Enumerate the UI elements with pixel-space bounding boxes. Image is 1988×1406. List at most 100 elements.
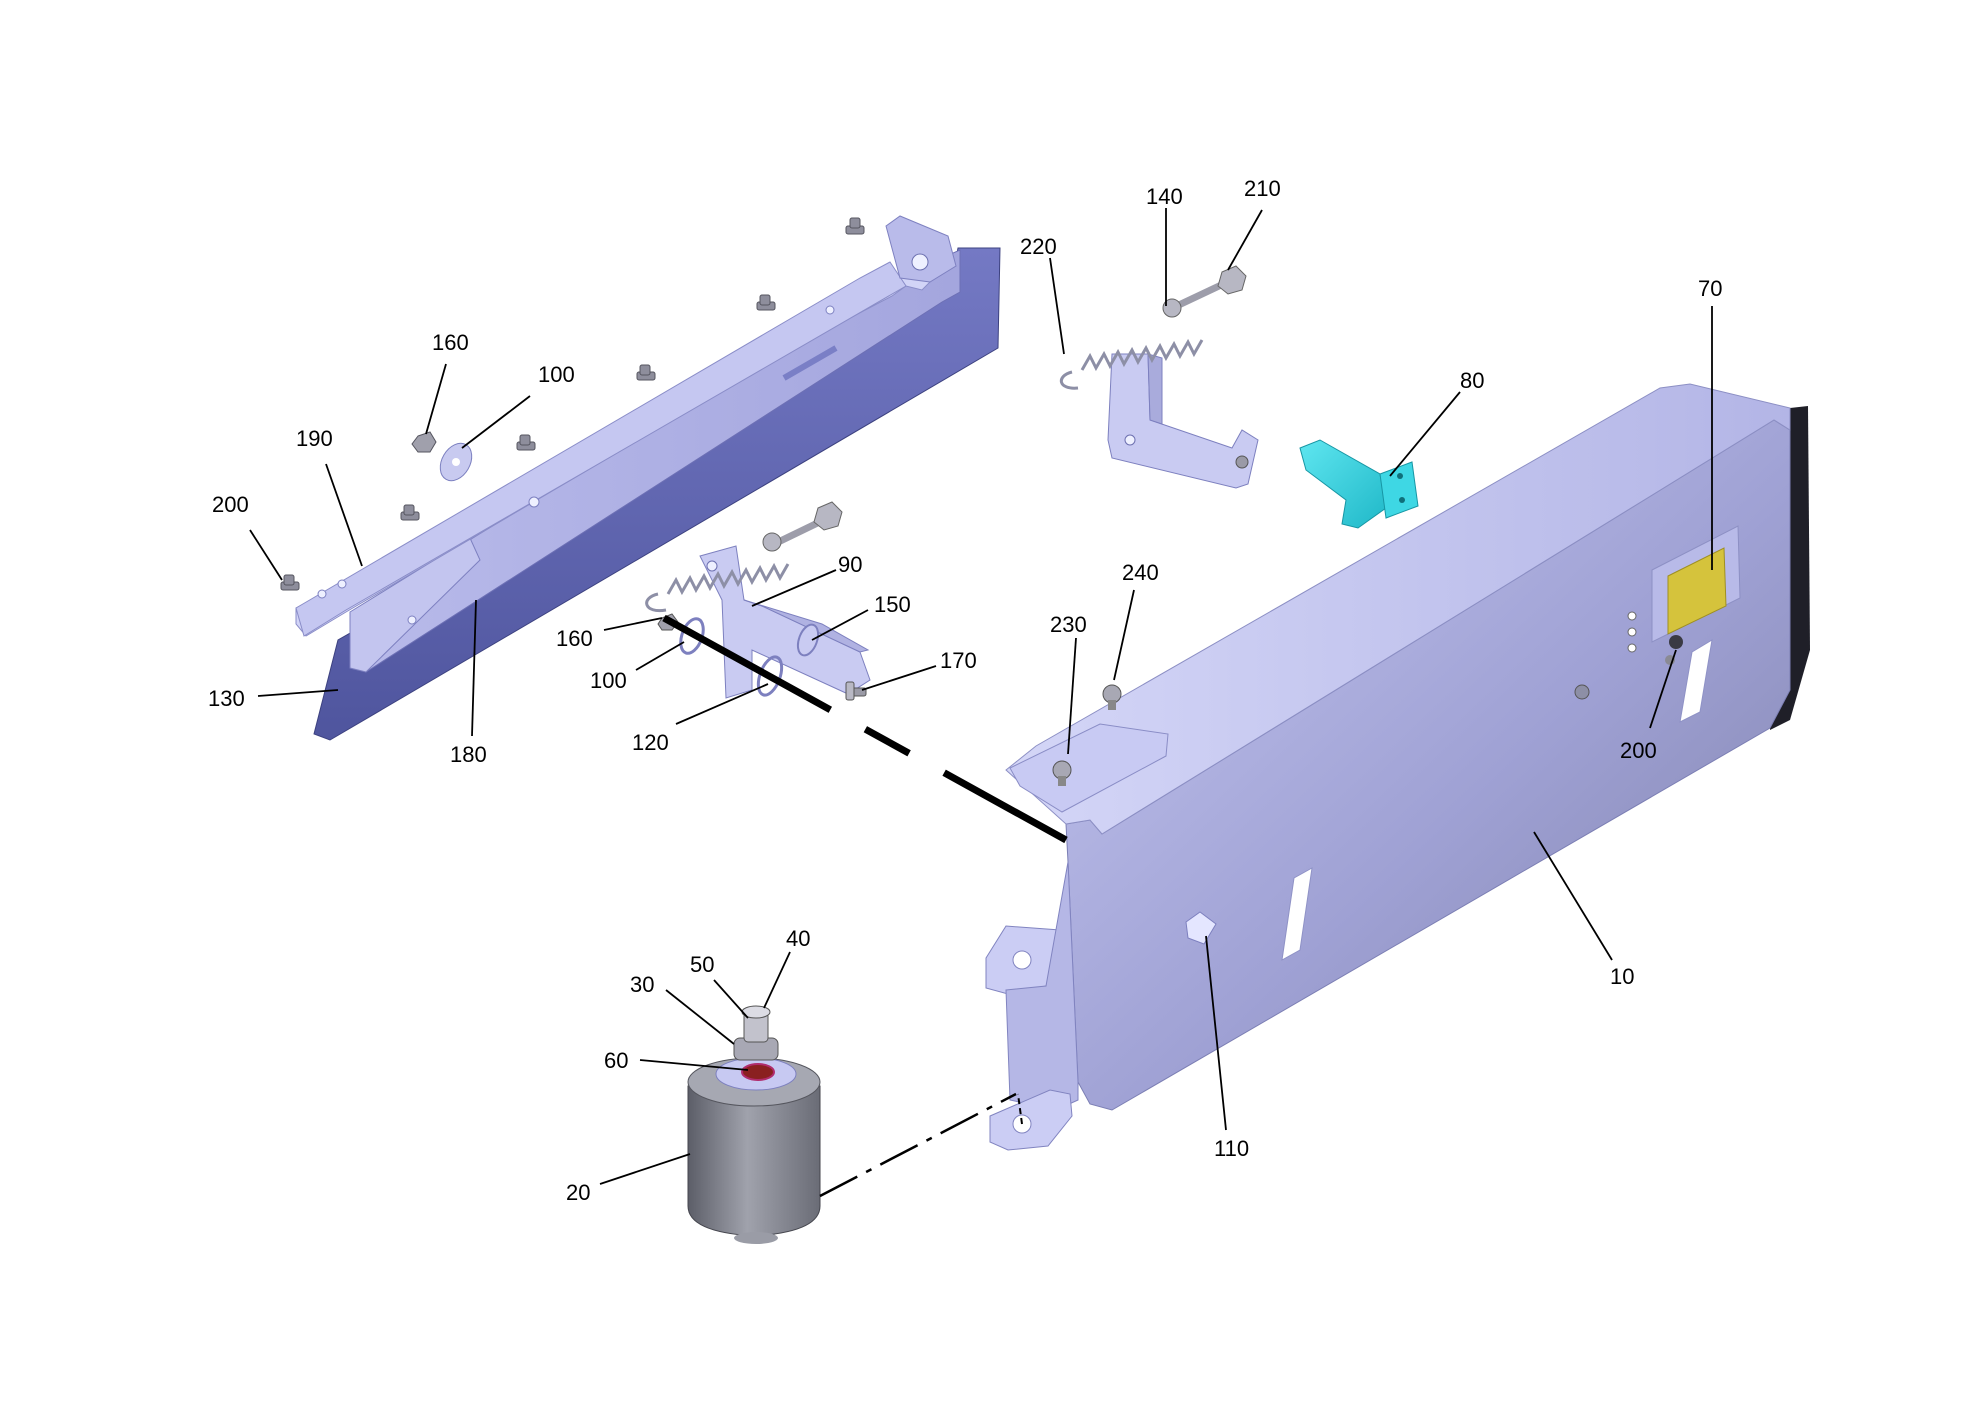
leader-100a (461, 395, 531, 449)
rail-hole (317, 589, 327, 599)
callout-210: 210 (1244, 176, 1281, 201)
callout-160a: 160 (432, 330, 469, 355)
leader-230 (1067, 637, 1077, 755)
rail-assembly (295, 215, 1001, 741)
leader-190 (325, 463, 363, 567)
nut-icon (411, 431, 437, 453)
callout-90: 90 (838, 552, 862, 577)
housing-hole (1627, 643, 1637, 653)
leader-160a (425, 363, 447, 435)
leader-100b (635, 641, 685, 671)
callout-100b: 100 (590, 668, 627, 693)
rail-hole (337, 579, 347, 589)
rail-hole (825, 305, 835, 315)
rail-slot (782, 345, 838, 381)
rod-eye (762, 532, 782, 552)
callout-150: 150 (874, 592, 911, 617)
callout-230: 230 (1050, 612, 1087, 637)
washer-hole (452, 458, 460, 466)
leader-lines (249, 208, 1713, 1185)
callout-160b: 160 (556, 626, 593, 651)
rail-hole (528, 496, 540, 508)
upper-bracket-arm (1147, 353, 1163, 425)
washer-icon (796, 623, 820, 657)
motor-part (687, 1005, 821, 1244)
housing-grommet (1574, 684, 1590, 700)
housing-top-face (1005, 383, 1791, 835)
nut-icon (813, 501, 843, 531)
housing-bolt-200 (1669, 635, 1683, 649)
leader-110 (1205, 935, 1227, 1131)
assembly-path-line (1017, 1093, 1023, 1125)
housing-mount-bracket-lower (989, 1089, 1073, 1151)
assembly-lines (662, 614, 1068, 1198)
callout-40: 40 (786, 926, 810, 951)
leader-240 (1113, 589, 1135, 681)
rail-hole (407, 615, 417, 625)
bracket-hole (1012, 950, 1032, 970)
motor-seal-60 (741, 1063, 775, 1081)
rail-rear-hole (911, 253, 929, 271)
nut-icon (1217, 265, 1247, 295)
callout-130: 130 (208, 686, 245, 711)
leader-10 (1533, 831, 1613, 961)
rod-eye (1162, 298, 1182, 318)
callout-200b: 200 (1620, 738, 1657, 763)
housing-hole (1627, 627, 1637, 637)
callout-180: 180 (450, 742, 487, 767)
leader-50 (713, 979, 749, 1019)
leader-40 (763, 951, 791, 1009)
callout-240: 240 (1122, 560, 1159, 585)
callout-20: 20 (566, 1180, 590, 1205)
rail-cover-strip (295, 261, 907, 637)
callout-100a: 100 (538, 362, 575, 387)
screw-icon (1052, 760, 1072, 786)
leader-160b (603, 617, 663, 631)
housing-part (985, 383, 1810, 1151)
leader-210 (1227, 209, 1263, 271)
housing-side-wall (1005, 861, 1079, 1111)
handle-blade (1299, 439, 1387, 529)
callout-30: 30 (630, 972, 654, 997)
callout-220: 220 (1020, 234, 1057, 259)
callout-50: 50 (690, 952, 714, 977)
screw-icon (516, 434, 536, 451)
upper-spring-bracket (1060, 265, 1259, 489)
handle-part (1299, 439, 1419, 529)
leader-30 (665, 989, 735, 1045)
callout-170: 170 (940, 648, 977, 673)
callout-140: 140 (1146, 184, 1183, 209)
leader-60 (639, 1059, 749, 1071)
leader-200b (1649, 649, 1677, 729)
spring-icon (645, 562, 790, 613)
motor-body (687, 1085, 821, 1237)
assembly-path-line (819, 1092, 1017, 1198)
screw-icon (845, 681, 867, 701)
housing-slot (1679, 639, 1713, 723)
housing-clip (1185, 911, 1217, 945)
callout-80: 80 (1460, 368, 1484, 393)
spring-icon (1060, 338, 1204, 390)
callout-10: 10 (1610, 964, 1634, 989)
assembly-path-line (662, 614, 1068, 844)
housing-slot (1281, 867, 1313, 961)
rail-screws (280, 217, 865, 591)
callout-labels: 10 20 30 40 50 60 70 80 90 100 100 110 1… (208, 176, 1722, 1205)
leader-90 (751, 569, 837, 607)
housing-top-plate (1009, 723, 1169, 813)
callout-60: 60 (604, 1048, 628, 1073)
screw-icon (400, 504, 420, 521)
screw-icon (280, 574, 300, 591)
leader-20 (599, 1153, 691, 1185)
screw-icon (756, 294, 776, 311)
callout-200a: 200 (212, 492, 249, 517)
upper-bracket-bolt (1235, 455, 1249, 469)
leader-150 (811, 609, 869, 641)
callout-190: 190 (296, 426, 333, 451)
leader-130 (257, 689, 339, 697)
lower-bracket-hole (706, 560, 718, 572)
rail-rear-bracket (885, 215, 957, 283)
motor-foot (734, 1232, 778, 1244)
leader-120 (675, 683, 769, 725)
handle-mount-hole (1399, 497, 1405, 503)
